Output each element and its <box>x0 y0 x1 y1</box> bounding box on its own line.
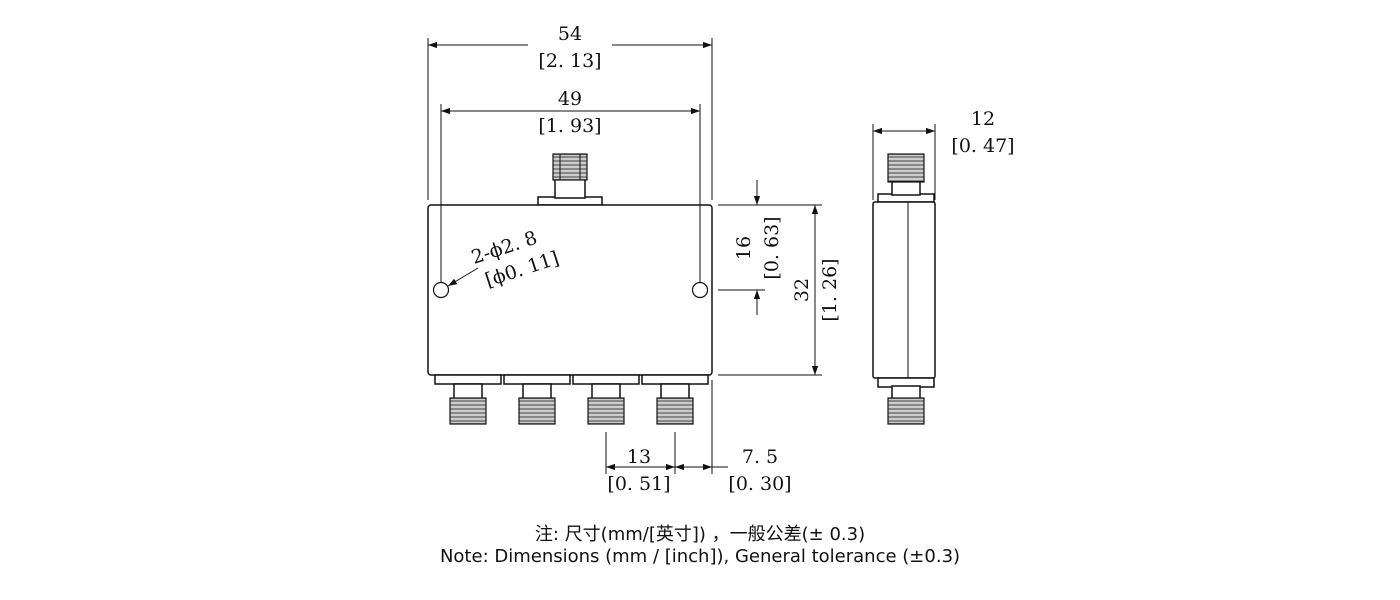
output-connector <box>434 374 502 425</box>
dim-edge-offset: 7. 5 [0. 30] <box>712 446 792 495</box>
dim-edge-offset-inch: [0. 30] <box>728 473 791 495</box>
dim-port-pitch-inch: [0. 51] <box>607 473 670 495</box>
divider-body <box>427 204 713 376</box>
output-connector <box>641 374 709 425</box>
dim-hole-height: 16 [0. 63] <box>718 180 783 315</box>
front-view <box>427 153 713 425</box>
dim-overall-height-inch: [1. 26] <box>819 258 841 321</box>
output-connector <box>503 374 571 425</box>
input-connector <box>537 153 603 206</box>
side-view <box>872 153 936 425</box>
note-chinese: 注: 尺寸(mm/[英寸]) ，一般公差(± 0.3) <box>534 524 866 545</box>
dim-hole-spacing-mm: 49 <box>558 88 582 110</box>
mounting-hole-right <box>691 281 709 299</box>
dim-hole-spacing: 49 [1. 93] <box>440 88 701 282</box>
dim-thickness: 12 [0. 47] <box>872 108 1015 200</box>
side-body <box>872 201 936 379</box>
dim-thickness-mm: 12 <box>971 108 995 130</box>
dim-hole-height-mm: 16 <box>733 236 755 260</box>
dim-overall-width-mm: 54 <box>558 23 582 45</box>
output-connector <box>572 374 640 425</box>
dim-hole-height-inch: [0. 63] <box>761 216 783 279</box>
dim-port-pitch: 13 [0. 51] <box>605 380 713 495</box>
mounting-hole-left <box>432 281 450 299</box>
dim-overall-width: 54 [2. 13] <box>427 23 713 200</box>
output-connectors <box>434 374 709 425</box>
dim-overall-height-mm: 32 <box>791 278 813 302</box>
dim-thickness-inch: [0. 47] <box>951 135 1014 157</box>
dim-edge-offset-mm: 7. 5 <box>742 446 778 468</box>
dim-hole-spacing-inch: [1. 93] <box>538 115 601 137</box>
dim-port-pitch-mm: 13 <box>627 446 651 468</box>
note-english: Note: Dimensions (mm / [inch]), General … <box>439 546 961 567</box>
dim-overall-width-inch: [2. 13] <box>538 50 601 72</box>
dim-overall-height: 32 [1. 26] <box>718 204 841 376</box>
